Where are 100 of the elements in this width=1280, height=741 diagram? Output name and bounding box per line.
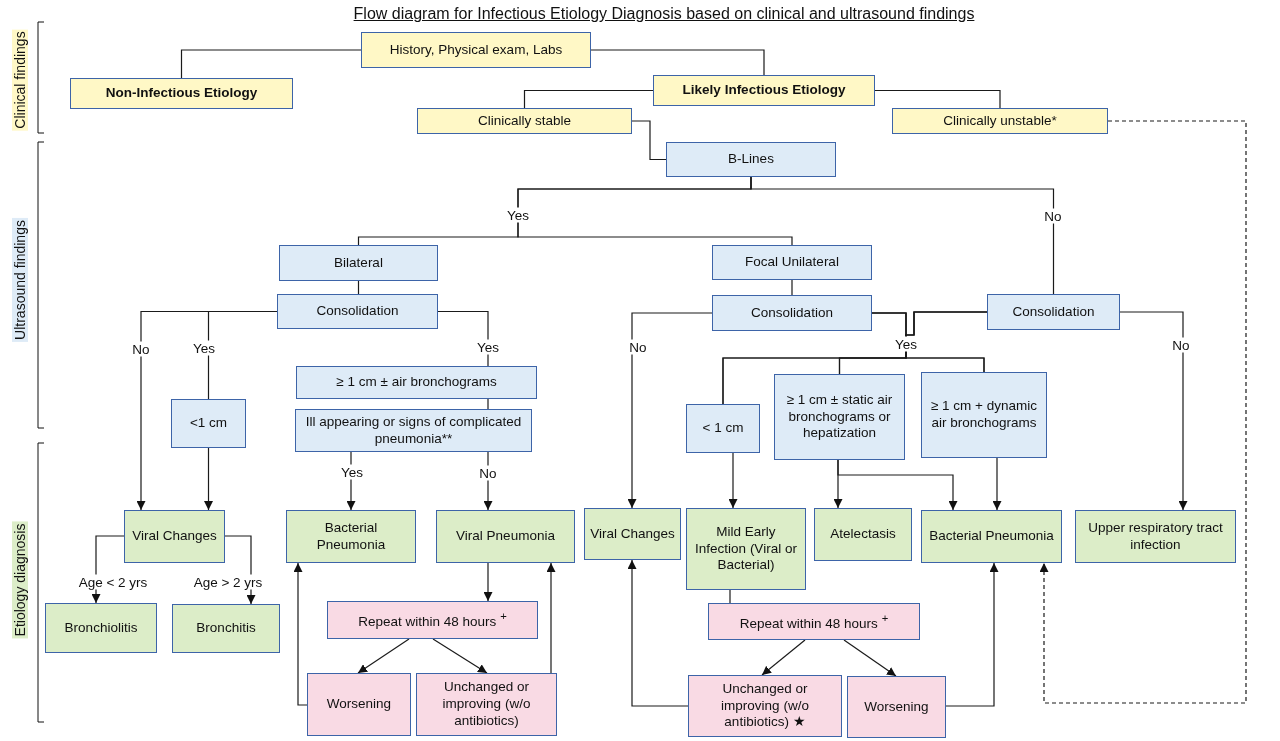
process-box [847, 676, 946, 738]
arrow [1119, 311, 1188, 511]
box-text: Worsening [326, 696, 392, 713]
process-box [172, 604, 280, 653]
box-text: Consolidation [751, 304, 833, 322]
process-box [70, 78, 293, 109]
section-label: Etiology diagnosis [12, 521, 28, 639]
connector-line [180, 49, 362, 79]
process-box [686, 404, 760, 453]
box-text: Non-Infectious Etiology [105, 85, 258, 102]
box-text: Bacterial Pneumonia [315, 519, 387, 554]
box-text: Atelectasis [830, 526, 896, 543]
arrow [432, 638, 488, 674]
box-text: Likely Infectious Etiology [682, 82, 846, 99]
box-text: Unchanged or improving (w/o antibiotics) ★ [720, 680, 810, 732]
edge-label: Age > 2 yrs [191, 574, 265, 590]
arrow [204, 447, 213, 511]
arrow [483, 451, 493, 511]
box-text: Clinically stable [477, 112, 571, 130]
box-text: Viral Changes [132, 528, 217, 545]
connector-line [905, 311, 988, 373]
connector-line [874, 89, 1001, 109]
process-box [666, 142, 836, 177]
arrow [293, 562, 308, 706]
edge-label: No [1170, 337, 1192, 353]
arrow [357, 638, 410, 674]
box-text: Mild Early Infection (Viral or Bacterial) [694, 523, 798, 575]
box-text: Viral Changes [590, 525, 675, 543]
box-text: ≥ 1 cm ± air bronchograms [336, 374, 497, 391]
arrow [761, 639, 806, 676]
box-text: Repeat within 48 hours $^{+}$ [358, 609, 507, 631]
box-text: B-Lines [728, 151, 774, 168]
box-text: Upper respiratory tract infection [1087, 519, 1224, 554]
box-text: Clinically unstable* [943, 112, 1057, 130]
process-box [921, 510, 1062, 563]
box-text: Focal Unilateral [745, 254, 839, 271]
connector-line [487, 398, 489, 410]
box-text: Bilateral [334, 254, 383, 272]
connector-line [207, 310, 278, 400]
edge-label: No [627, 339, 649, 355]
edge-label: Yes [893, 336, 919, 352]
box-text: < 1 cm [702, 420, 744, 437]
process-box [712, 245, 872, 280]
process-box [688, 675, 842, 737]
box-text: Unchanged or improving (w/o antibiotics) [441, 679, 532, 730]
box-text: ≥ 1 cm + dynamic air bronchograms [929, 398, 1039, 432]
box-text: ≥ 1 cm ± static air bronchograms or hepatization [785, 391, 894, 443]
process-box [712, 295, 872, 331]
process-box [417, 108, 632, 134]
box-text: Viral Pneumonia [456, 528, 555, 545]
process-box [361, 32, 591, 68]
process-box [45, 603, 157, 653]
process-box [171, 399, 246, 448]
process-box [416, 673, 557, 736]
process-box [307, 673, 411, 736]
edge-label: Yes [339, 464, 365, 480]
diagram-title: Flow diagram for Infectious Etiology Diagnosis based on clinical and ultrasound findings [352, 5, 976, 23]
edge-label: Yes [475, 339, 501, 355]
process-box [584, 508, 681, 560]
process-box [1075, 510, 1236, 563]
process-box [892, 108, 1108, 134]
process-box [286, 510, 416, 563]
process-box [277, 294, 438, 329]
arrow [843, 639, 897, 677]
arrow [945, 562, 999, 707]
connector-line [729, 589, 731, 604]
arrow [546, 562, 556, 674]
edge-label: No [1042, 208, 1064, 224]
process-box [987, 294, 1120, 330]
box-text: Consolidation [316, 303, 399, 320]
edge-label: No [477, 465, 499, 481]
process-box [124, 510, 225, 563]
arrow [837, 459, 958, 511]
box-text: Worsening [864, 698, 929, 716]
connector-line [791, 279, 793, 296]
box-text: Consolidation [1012, 303, 1095, 321]
box-text: Bronchitis [196, 620, 256, 637]
process-box [814, 508, 912, 561]
process-box [279, 245, 438, 281]
edge-label: Yes [505, 207, 531, 223]
arrow [992, 457, 1002, 511]
connector-line [750, 176, 1055, 295]
arrow [627, 559, 689, 707]
box-text: History, Physical exam, Labs [389, 41, 563, 59]
edge-label: No [130, 341, 152, 357]
box-text: Ill appearing or signs of complicated pneumonia** [304, 413, 523, 448]
connector-line [523, 89, 654, 109]
box-text: Repeat within 48 hours $^{+}$ [739, 610, 889, 633]
arrow [483, 562, 493, 602]
arrow [627, 312, 713, 509]
arrow [1039, 120, 1247, 704]
edge-label: Age < 2 yrs [76, 574, 150, 590]
process-box [653, 75, 875, 106]
section-label: Ultrasound findings [12, 218, 28, 342]
process-box [774, 374, 905, 460]
box-text: <1 cm [189, 415, 228, 432]
process-box [295, 409, 532, 452]
process-box [327, 601, 538, 639]
process-box [921, 372, 1047, 458]
process-box [436, 510, 575, 563]
